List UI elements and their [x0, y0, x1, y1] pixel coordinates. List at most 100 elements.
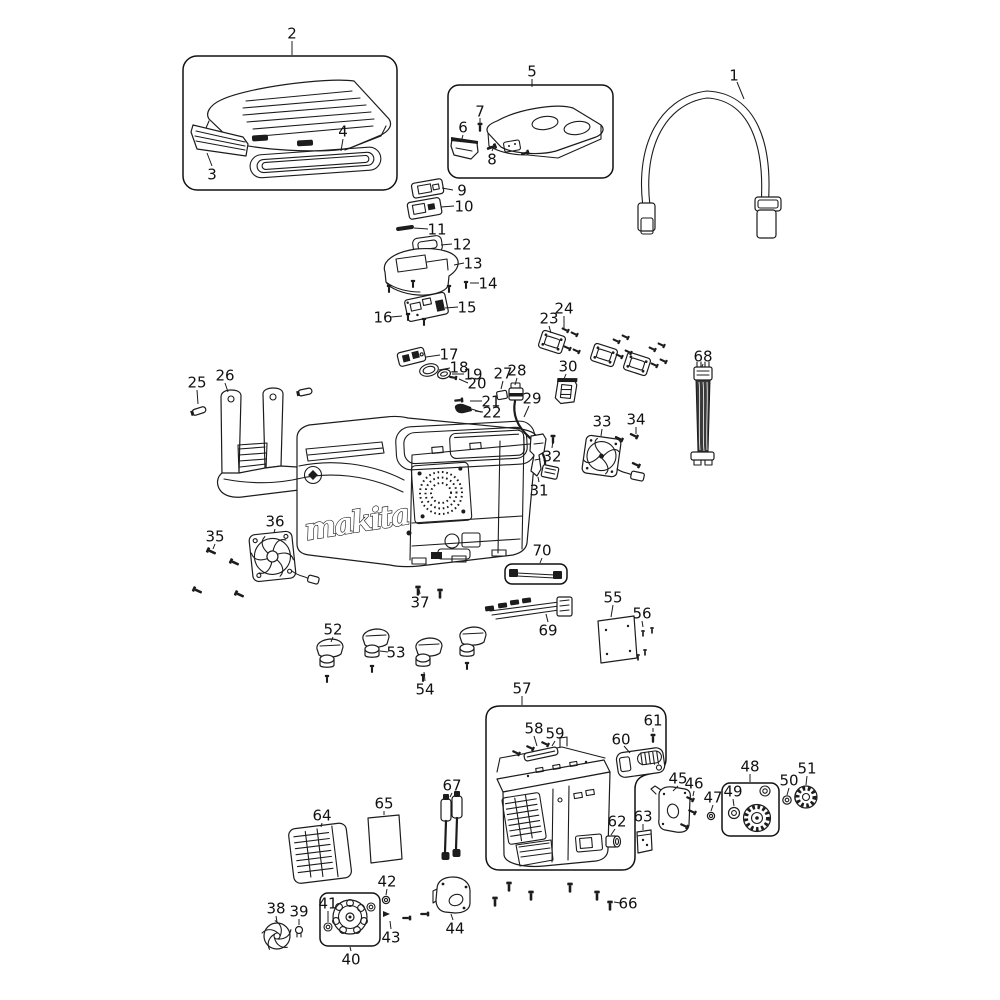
part-label-58: 58 — [524, 719, 543, 737]
screws-part-56 — [636, 627, 654, 661]
leader-line-68 — [701, 363, 704, 368]
leader-line-17 — [425, 354, 441, 358]
part-label-40: 40 — [341, 950, 360, 968]
leader-line-30 — [563, 373, 567, 380]
part-label-46: 46 — [684, 774, 703, 792]
strip-part-58 — [523, 746, 559, 762]
part-label-14: 14 — [478, 274, 497, 292]
part-label-16: 16 — [373, 308, 392, 326]
screw-part-21 — [454, 397, 464, 404]
plate-part-55 — [597, 615, 638, 664]
leader-line-15 — [444, 306, 459, 309]
leader-line-55 — [610, 604, 614, 618]
fan-wheel-part-38 — [261, 920, 292, 950]
part-label-43: 43 — [381, 928, 400, 946]
push-nut-part-39 — [294, 925, 304, 938]
shoulder-strap — [637, 90, 782, 239]
part-label-3: 3 — [207, 165, 217, 183]
knob-part-62 — [605, 835, 622, 848]
group-box-lid-assembly — [182, 55, 398, 191]
leader-line-28 — [514, 377, 518, 386]
screws-part-54 — [324, 661, 470, 683]
leader-line-67 — [449, 792, 453, 798]
leader-line-42 — [385, 888, 388, 896]
part-label-61: 61 — [643, 711, 662, 729]
grommet-small-part-48 — [759, 785, 771, 797]
part-label-69: 69 — [538, 621, 557, 639]
group-box-damper — [721, 782, 780, 837]
part-label-32: 32 — [542, 447, 561, 465]
part-label-34: 34 — [626, 410, 645, 428]
part-label-19: 19 — [463, 365, 482, 383]
leader-line-45 — [672, 785, 679, 792]
wheel-part-51 — [794, 785, 818, 809]
leader-line-47 — [710, 804, 714, 812]
part-label-52: 52 — [323, 620, 342, 638]
leader-line-49 — [732, 798, 735, 807]
panel-cover-part-9 — [410, 178, 445, 199]
bracket-part-30 — [554, 378, 578, 405]
handle-recess — [305, 441, 385, 462]
leader-line-9 — [441, 187, 454, 191]
part-label-67: 67 — [442, 776, 461, 794]
cable-harness-part-68 — [690, 361, 715, 466]
part-label-47: 47 — [703, 788, 722, 806]
leader-line-40 — [349, 946, 352, 952]
feet-part-52 — [316, 626, 487, 658]
display-panel-part-10 — [406, 197, 443, 220]
socket-panel-part-17 — [396, 346, 427, 367]
part-label-10: 10 — [454, 197, 473, 215]
part-label-64: 64 — [312, 806, 331, 824]
leader-line-6 — [460, 134, 464, 143]
leader-line-69 — [545, 613, 549, 623]
part-label-66: 66 — [618, 894, 637, 912]
leader-line-29 — [523, 405, 530, 418]
leader-line-31 — [537, 476, 540, 483]
part-label-31: 31 — [529, 481, 548, 499]
part-label-27: 27 — [493, 364, 512, 382]
part-label-28: 28 — [507, 361, 526, 379]
part-label-24: 24 — [554, 299, 573, 317]
part-label-51: 51 — [797, 759, 816, 777]
strip-part-11 — [396, 225, 414, 231]
part-label-59: 59 — [545, 724, 564, 742]
leader-line-22 — [474, 410, 484, 413]
lid-bracket-part — [450, 137, 479, 160]
leader-line-1 — [736, 81, 745, 100]
group-box-inner-lid — [447, 84, 614, 179]
plug-part-28 — [508, 382, 524, 401]
lid-gasket-part — [249, 146, 382, 179]
latch-part-60 — [615, 747, 666, 778]
part-label-63: 63 — [633, 807, 652, 825]
inner-lid-part — [486, 105, 604, 159]
leader-line-35 — [212, 543, 216, 550]
leader-line-64 — [320, 822, 323, 828]
part-label-65: 65 — [374, 794, 393, 812]
bracket-part-45 — [650, 785, 691, 833]
panel-housing-part-13 — [383, 247, 459, 296]
motor-part-40 — [332, 899, 376, 935]
fan-part-36 — [248, 530, 320, 585]
screw-part-61 — [650, 733, 656, 743]
part-label-29: 29 — [522, 389, 541, 407]
part-label-18: 18 — [449, 358, 468, 376]
lid-panel-part — [190, 124, 249, 157]
leader-line-13 — [453, 262, 465, 266]
nut-part-50 — [782, 795, 792, 805]
part-label-2: 2 — [287, 24, 297, 42]
leader-line-60 — [623, 745, 631, 754]
part-label-23: 23 — [539, 309, 558, 327]
part-label-56: 56 — [632, 604, 651, 622]
leader-line-44 — [450, 913, 454, 921]
part-label-4: 4 — [338, 122, 348, 140]
sensor-part-27 — [496, 389, 508, 401]
leader-line-62 — [610, 828, 616, 836]
leader-line-11 — [413, 227, 429, 230]
gasket-part-18 — [419, 363, 439, 377]
part-label-37: 37 — [410, 593, 429, 611]
wire-harness-part-69 — [484, 596, 573, 620]
part-label-55: 55 — [603, 588, 622, 606]
grommet-part-41 — [323, 922, 333, 932]
part-label-7: 7 — [475, 102, 485, 120]
